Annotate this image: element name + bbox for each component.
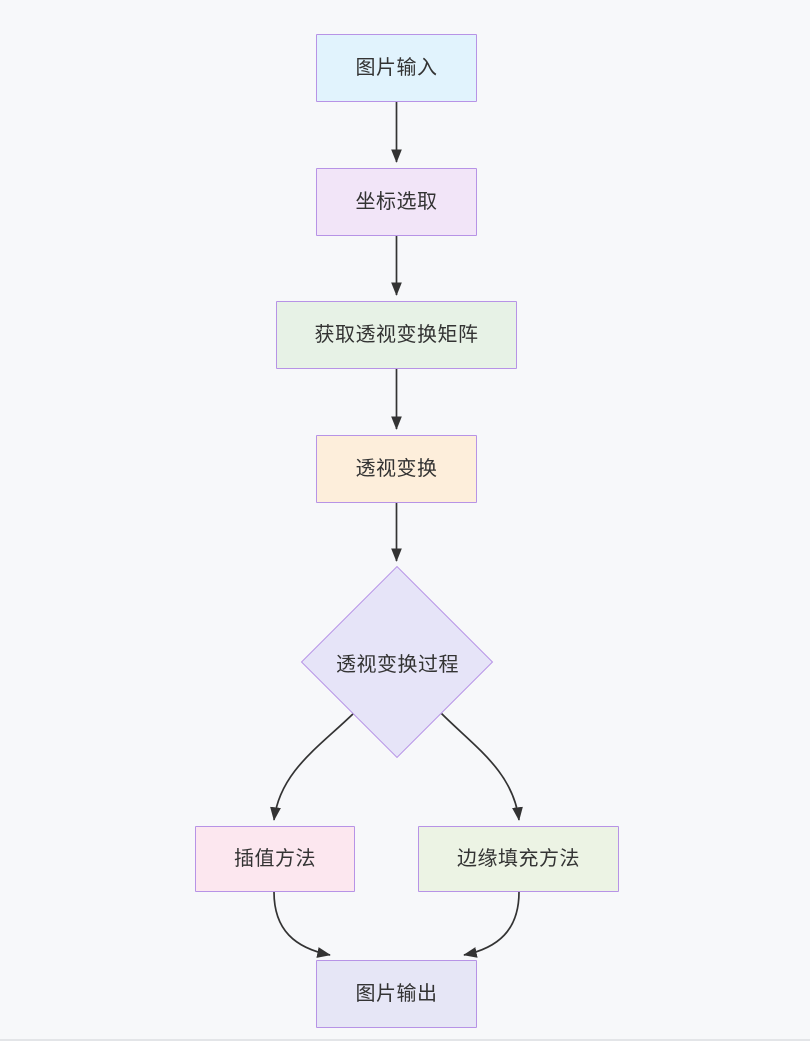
node-get-matrix[interactable]: 获取透视变换矩阵 xyxy=(276,301,517,369)
node-perspective-label: 透视变换 xyxy=(355,458,438,480)
node-coord-select-label: 坐标选取 xyxy=(355,191,438,213)
node-border-fill-method-label: 边缘填充方法 xyxy=(457,848,580,870)
node-coord-select[interactable]: 坐标选取 xyxy=(316,168,477,236)
node-border-fill-method[interactable]: 边缘填充方法 xyxy=(418,826,619,892)
edge-border-fill-to-image-output xyxy=(463,891,520,958)
edge-interpolation-to-image-output xyxy=(273,891,331,958)
node-perspective[interactable]: 透视变换 xyxy=(316,435,477,503)
node-process-decision-label: 透视变换过程 xyxy=(336,654,459,676)
node-image-input[interactable]: 图片输入 xyxy=(316,34,477,102)
node-get-matrix-label: 获取透视变换矩阵 xyxy=(314,324,479,346)
node-interpolation-method[interactable]: 插值方法 xyxy=(195,826,355,892)
node-image-output[interactable]: 图片输出 xyxy=(316,960,477,1028)
node-image-input-label: 图片输入 xyxy=(355,57,438,79)
node-image-output-label: 图片输出 xyxy=(355,983,438,1005)
node-process-decision[interactable]: 透视变换过程 xyxy=(300,565,494,759)
node-interpolation-method-label: 插值方法 xyxy=(234,848,316,870)
